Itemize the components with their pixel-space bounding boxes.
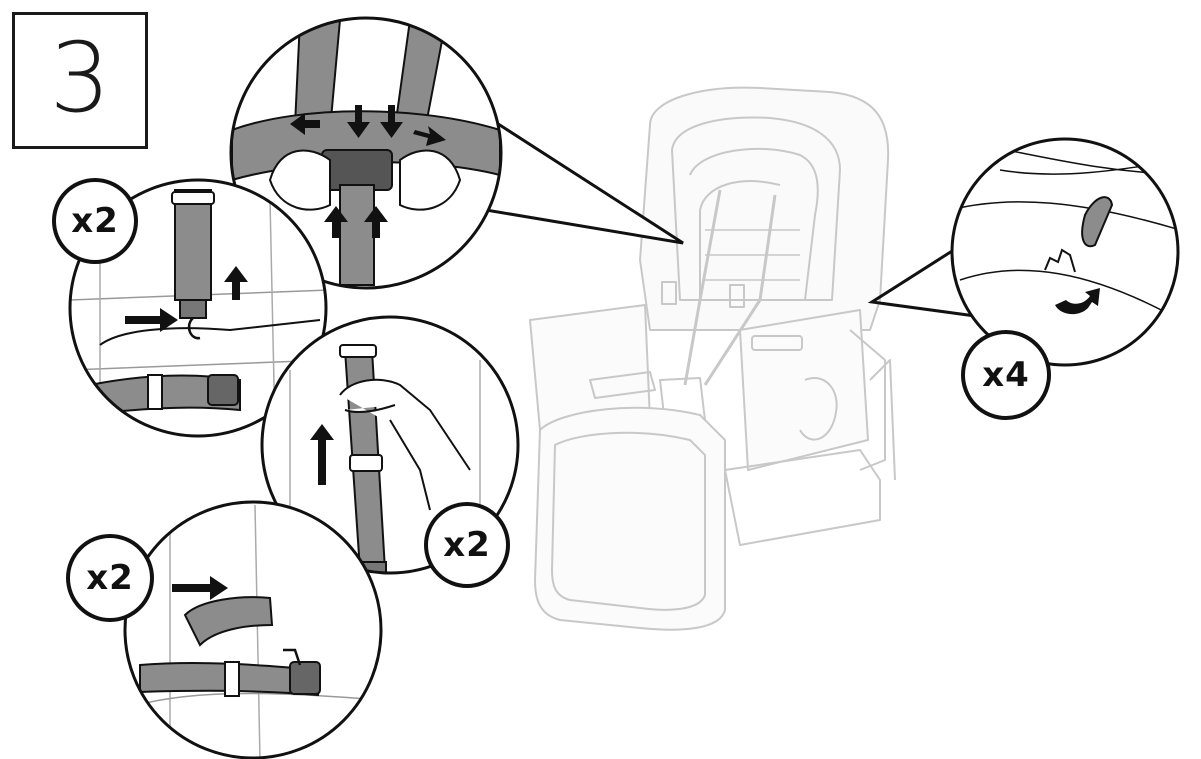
quantity-badge-strap-hook: x2 xyxy=(52,178,138,264)
quantity-badge-adjuster: x2 xyxy=(424,502,510,588)
quantity-badge-label: x2 xyxy=(443,525,491,565)
detail-circle-outline xyxy=(260,315,520,575)
step-number: 3 xyxy=(49,22,111,134)
quantity-badge-cover-hook: x4 xyxy=(961,330,1051,420)
detail-cover-hook xyxy=(952,139,1178,365)
quantity-badge-label: x2 xyxy=(71,201,119,241)
detail-circle-outline xyxy=(229,16,503,290)
detail-crotch-strap xyxy=(125,502,381,758)
detail-circle-outline xyxy=(68,178,328,438)
detail-circle-outline xyxy=(123,500,383,759)
step-number-box: 3 xyxy=(12,12,148,149)
detail-strap-hook xyxy=(70,180,326,436)
detail-circle-outline xyxy=(950,137,1180,367)
callout-pointers xyxy=(467,109,991,320)
quantity-badge-crotch-strap: x2 xyxy=(66,534,154,622)
quantity-badge-label: x4 xyxy=(982,355,1030,395)
high-chair-seat xyxy=(529,86,896,631)
detail-chest-buckle xyxy=(231,18,501,288)
quantity-badge-label: x2 xyxy=(86,558,134,598)
